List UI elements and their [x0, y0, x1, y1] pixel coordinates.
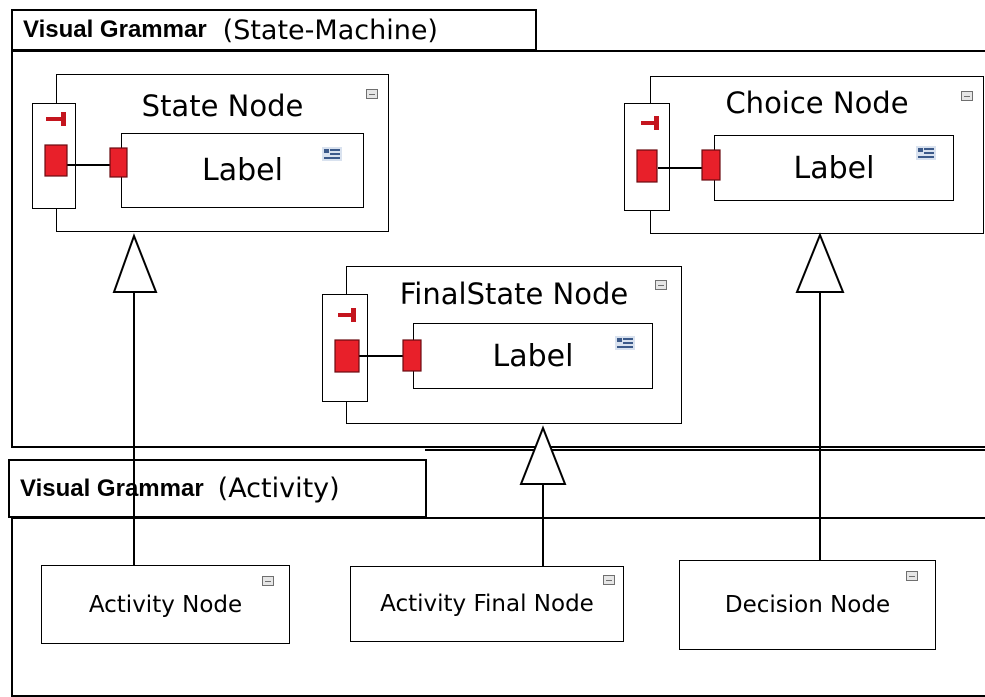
choice-node-label-box[interactable]: Label [714, 135, 954, 201]
choice-node-target-port-icon [701, 149, 721, 181]
state-node-pin-icon [46, 112, 66, 126]
choice-node-collapse-icon[interactable] [961, 91, 973, 101]
state-node-title: State Node [141, 89, 304, 123]
activity-final-node-title: Activity Final Node [380, 591, 594, 617]
final-state-node-label-box[interactable]: Label [413, 323, 653, 389]
state-node-target-port-icon [109, 147, 128, 178]
state-node-collapse-icon[interactable] [366, 89, 378, 99]
final-state-node-target-port-icon [402, 339, 422, 372]
decision-to-choice-arrow-icon [795, 232, 845, 293]
state-machine-frame [11, 50, 985, 448]
activity-node[interactable]: Activity Node [41, 565, 290, 644]
decision-node-title: Decision Node [724, 592, 891, 618]
decision-node-collapse-icon[interactable] [906, 571, 918, 581]
choice-node-label: Label [793, 150, 875, 186]
decision-node[interactable]: Decision Node [679, 560, 936, 650]
final-state-node-title: FinalState Node [399, 277, 629, 311]
state-machine-tab-bold: Visual Grammar [23, 16, 207, 43]
final-to-finalstate-arrow-icon [519, 425, 567, 485]
choice-node-pin-icon [641, 116, 659, 130]
activity-divider-line [425, 449, 985, 451]
activity-final-node-collapse-icon[interactable] [603, 575, 615, 585]
choice-node-label-list-icon [916, 145, 936, 160]
final-state-node-pin-icon [338, 308, 356, 322]
activity-to-state-arrow-icon [112, 233, 158, 293]
activity-tab-rest: (Activity) [217, 473, 340, 504]
state-machine-tab: Visual Grammar (State-Machine) [11, 9, 537, 51]
choice-node-source-port-icon [636, 149, 658, 183]
final-state-node-label-list-icon [615, 335, 635, 350]
activity-final-node[interactable]: Activity Final Node [350, 566, 624, 642]
state-node-source-port-icon [44, 144, 68, 177]
state-machine-tab-rest: (State-Machine) [222, 14, 438, 46]
activity-node-collapse-icon[interactable] [262, 576, 274, 586]
final-state-node-collapse-icon[interactable] [655, 280, 667, 290]
activity-tab: Visual Grammar (Activity) [8, 459, 427, 518]
state-node-label-list-icon [322, 146, 342, 161]
activity-tab-bold: Visual Grammar [20, 474, 204, 502]
activity-node-title: Activity Node [88, 591, 243, 618]
final-state-node-source-port-icon [334, 339, 360, 373]
final-state-node-label: Label [492, 338, 574, 374]
state-node-label: Label [202, 153, 283, 188]
choice-node-title: Choice Node [725, 86, 909, 120]
state-node-label-box[interactable]: Label [121, 133, 364, 208]
